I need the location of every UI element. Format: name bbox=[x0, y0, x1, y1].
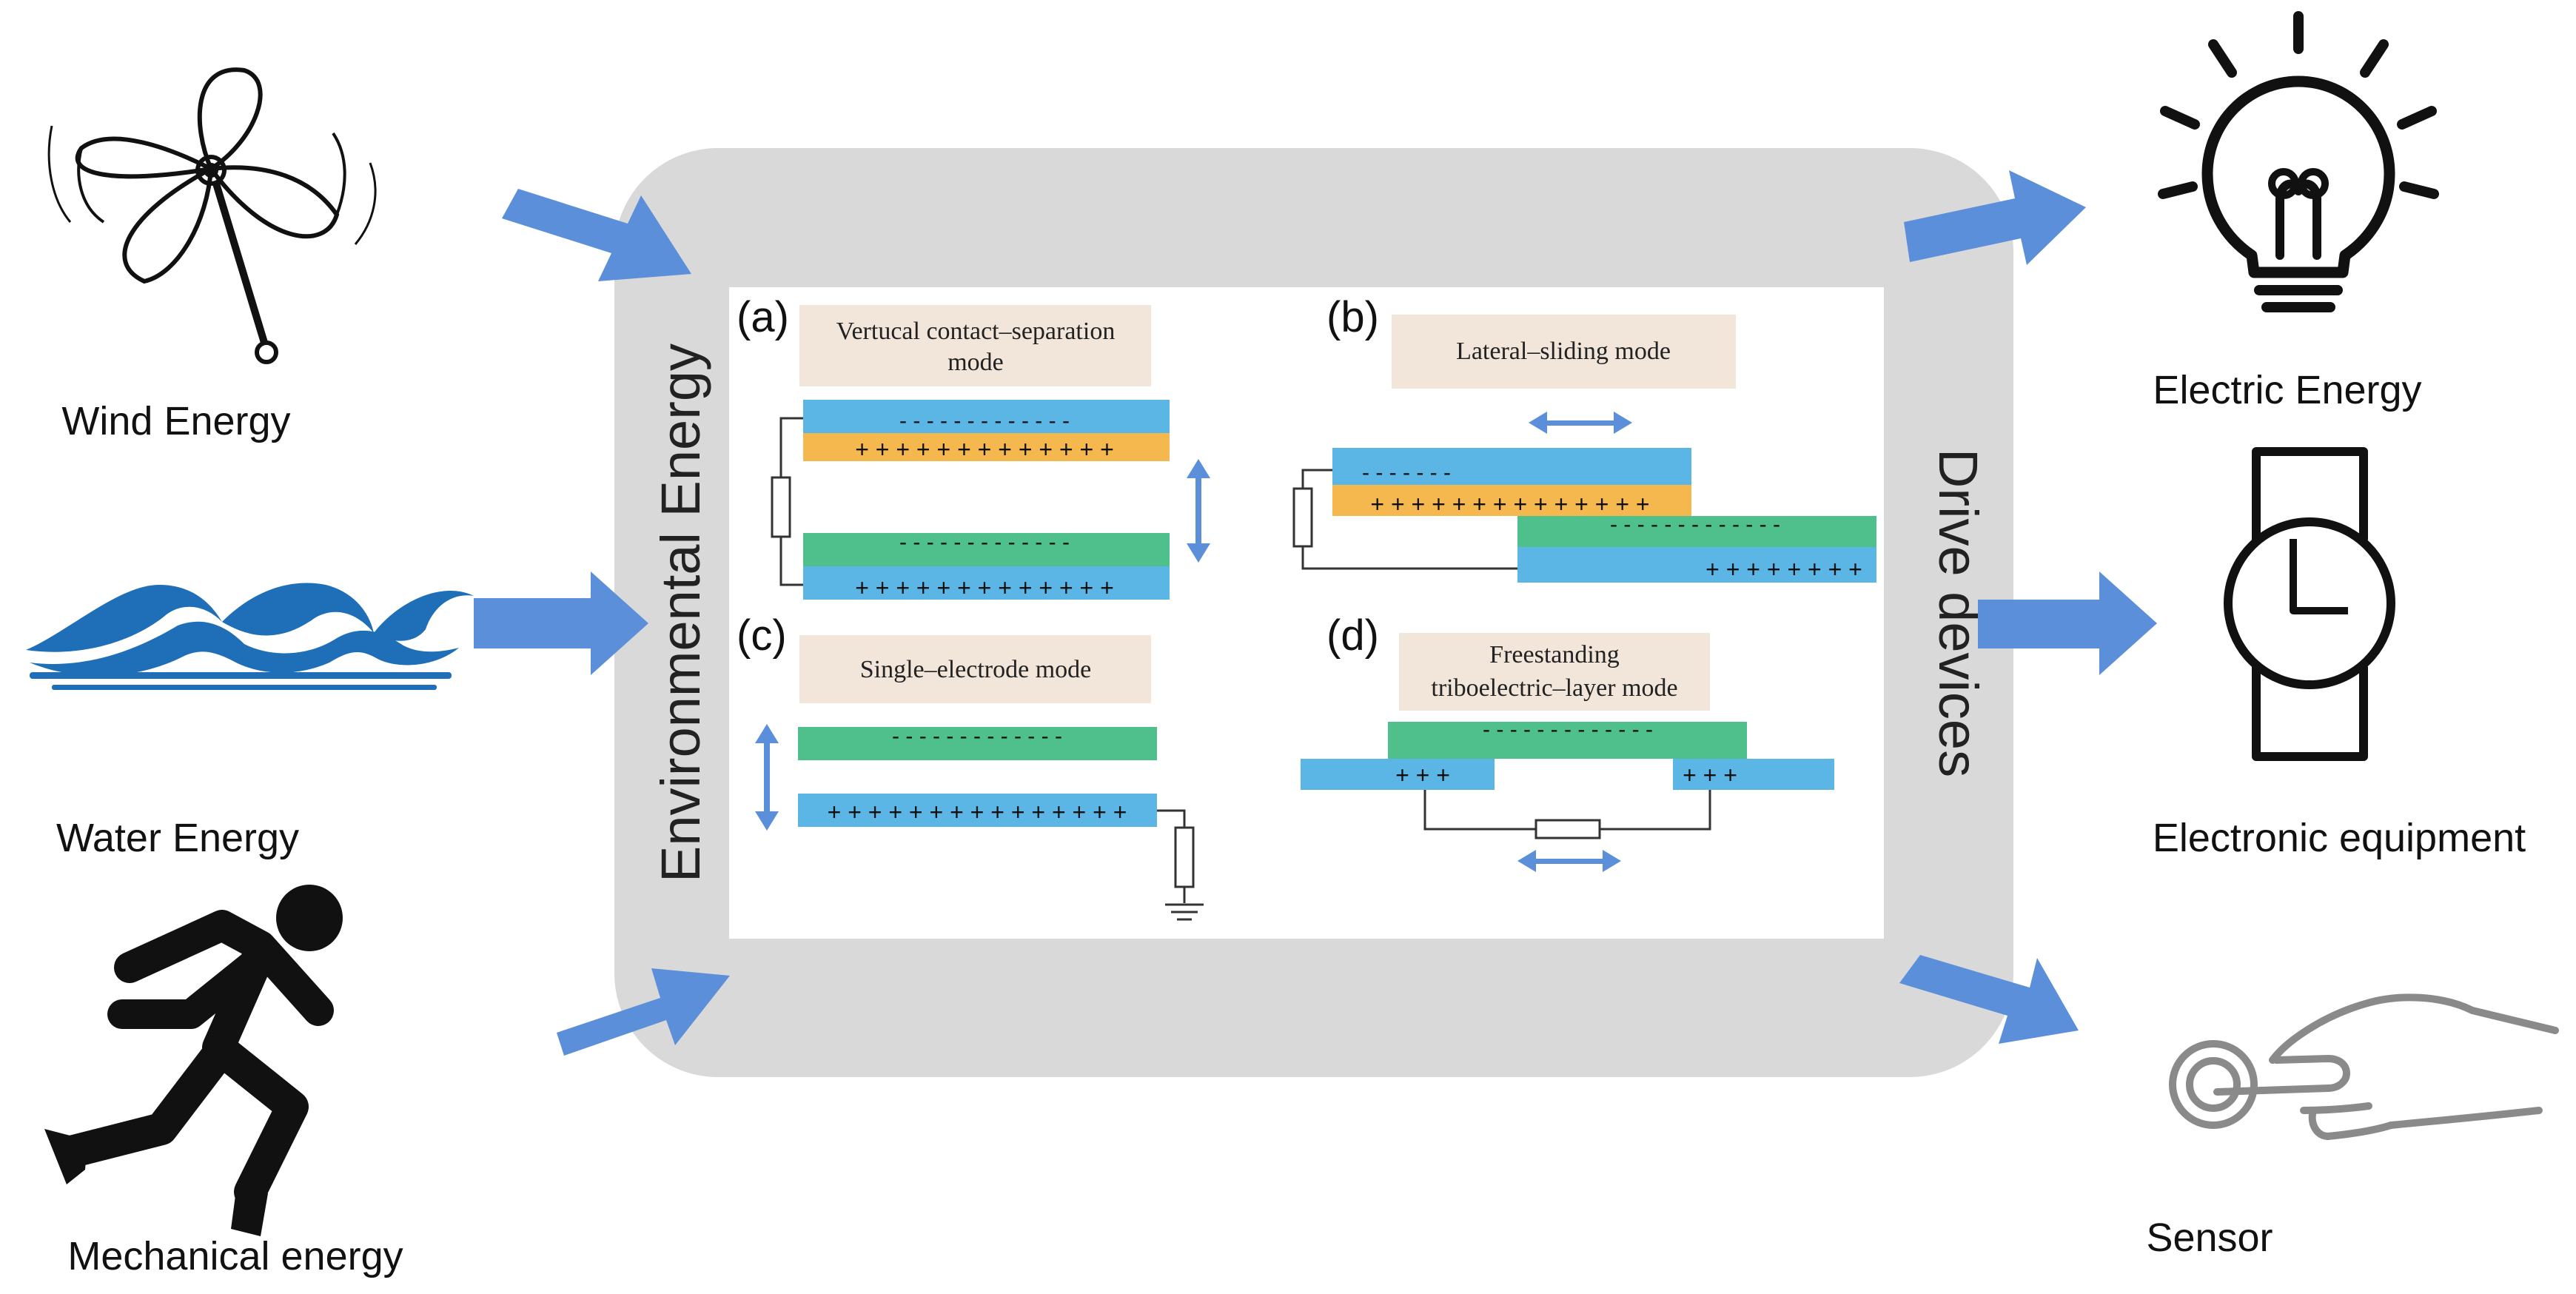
mode-d-resistor bbox=[1534, 819, 1601, 839]
electric-energy-label: Electric Energy bbox=[2153, 368, 2421, 412]
mode-d-right-blue bbox=[1673, 759, 1834, 790]
touch-hand-icon bbox=[2169, 993, 2559, 1140]
mode-b-title: Lateral–sliding mode bbox=[1456, 338, 1671, 365]
mode-b-bottom-plus: + + + + + + + + bbox=[1705, 556, 1862, 583]
output-arrows bbox=[1899, 170, 2157, 1044]
mode-c-title-box bbox=[799, 635, 1151, 703]
mode-d-right-plus: + + + bbox=[1683, 762, 1737, 788]
wind-energy-label: Wind Energy bbox=[61, 399, 290, 443]
mode-a-bottom-blue bbox=[803, 566, 1170, 600]
mode-b-top-blue bbox=[1332, 448, 1691, 485]
mode-b-bottom-blue bbox=[1517, 547, 1876, 583]
arrow-electric-out bbox=[1904, 170, 2086, 265]
electronic-equipment-label: Electronic equipment bbox=[2153, 816, 2526, 860]
mode-c-tag: (c) bbox=[737, 611, 787, 660]
mode-a-top-orange bbox=[803, 433, 1170, 461]
mode-a-resistor bbox=[771, 476, 791, 538]
mode-a-motion-arrow bbox=[1187, 459, 1210, 563]
mode-c-green bbox=[798, 727, 1157, 760]
mode-a-bottom-green bbox=[803, 533, 1170, 566]
mode-a-title-box bbox=[799, 305, 1151, 386]
arrow-sensor-out bbox=[1899, 955, 2079, 1044]
mode-b-title-box bbox=[1392, 315, 1736, 389]
mode-b-bottom-minus: - - - - - - - - - - - - - bbox=[1610, 512, 1780, 537]
mode-b-resistor bbox=[1292, 487, 1313, 548]
mode-a-bottom-plus: + + + + + + + + + + + + + bbox=[855, 574, 1114, 601]
mode-b-top-minus: - - - - - - - bbox=[1362, 460, 1451, 485]
runner-icon bbox=[44, 885, 343, 1236]
mode-d-minus: - - - - - - - - - - - - - bbox=[1483, 717, 1653, 742]
mode-d-green bbox=[1388, 722, 1747, 759]
watch-icon bbox=[2224, 447, 2395, 761]
mode-d-title-box bbox=[1399, 633, 1710, 711]
mode-b-top-orange bbox=[1332, 485, 1691, 516]
mode-d-motion-arrow bbox=[1517, 850, 1621, 872]
mode-c-plus: + + + + + + + + + + + + + + + bbox=[828, 799, 1127, 825]
mode-b-tag: (b) bbox=[1326, 293, 1379, 341]
arrow-wind-in bbox=[502, 189, 691, 281]
arrow-water-in bbox=[474, 571, 648, 675]
mode-c-title: Single–electrode mode bbox=[860, 656, 1092, 683]
mode-b-top-plus: + + + + + + + + + + + + + + bbox=[1370, 491, 1649, 517]
mode-c-motion-arrow bbox=[755, 724, 779, 831]
mode-d-left-plus: + + + bbox=[1395, 762, 1450, 788]
arrow-electronic-out bbox=[1978, 571, 2157, 675]
mode-d-tag: (d) bbox=[1326, 611, 1379, 660]
mode-b-panel: (b) Lateral–sliding mode - - - - - - - +… bbox=[1292, 293, 1876, 583]
mode-d-panel: (d) Freestanding triboelectric–layer mod… bbox=[1301, 611, 1834, 872]
mode-c-panel: (c) Single–electrode mode - - - - - - - … bbox=[737, 611, 1204, 921]
input-arrows bbox=[474, 189, 730, 1056]
mechanical-energy-label: Mechanical energy bbox=[67, 1234, 403, 1278]
mode-a-top-blue bbox=[803, 400, 1170, 433]
water-energy-label: Water Energy bbox=[56, 816, 299, 860]
mode-a-tag: (a) bbox=[737, 293, 789, 341]
sensor-label: Sensor bbox=[2146, 1216, 2273, 1260]
lightbulb-icon bbox=[2158, 11, 2439, 312]
mode-d-title-line1: Freestanding bbox=[1489, 641, 1620, 668]
mode-a-top-plus: + + + + + + + + + + + + + bbox=[855, 436, 1114, 463]
mode-b-bottom-green bbox=[1517, 516, 1876, 547]
mode-a-panel: (a) Vertucal contact–separation mode - -… bbox=[737, 293, 1210, 601]
environmental-energy-label: Environmental Energy bbox=[650, 343, 711, 882]
pinwheel-icon bbox=[47, 67, 377, 364]
arrow-mech-in bbox=[557, 968, 730, 1056]
mode-c-minus: - - - - - - - - - - - - - bbox=[892, 724, 1062, 748]
ground-icon bbox=[1165, 903, 1204, 921]
mode-d-title-line2: triboelectric–layer mode bbox=[1431, 674, 1677, 702]
mode-c-blue bbox=[798, 794, 1157, 827]
mode-a-top-minus: - - - - - - - - - - - - - bbox=[899, 409, 1070, 433]
waves-icon bbox=[26, 583, 474, 690]
mode-b-motion-arrow bbox=[1529, 412, 1632, 434]
mode-a-title-line1: Vertucal contact–separation bbox=[836, 318, 1116, 345]
mode-a-title-line2: mode bbox=[947, 349, 1004, 376]
mode-c-resistor bbox=[1174, 826, 1195, 888]
mode-a-bottom-minus: - - - - - - - - - - - - - bbox=[899, 530, 1070, 554]
mode-d-left-blue bbox=[1301, 759, 1495, 790]
